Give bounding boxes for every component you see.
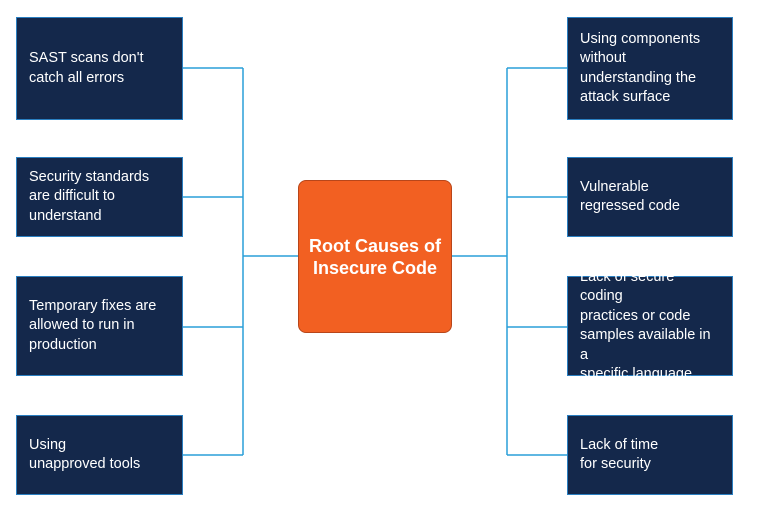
cause-box-left-4: Using unapproved tools: [16, 415, 183, 495]
cause-label: Security standards are difficult to unde…: [29, 168, 150, 224]
cause-box-right-1: Using components without understanding t…: [567, 17, 733, 120]
center-topic-box: Root Causes of Insecure Code: [298, 180, 452, 333]
center-topic-label: Root Causes of Insecure Code: [308, 235, 441, 278]
cause-box-right-4: Lack of time for security: [567, 415, 733, 495]
cause-box-left-2: Security standards are difficult to unde…: [16, 157, 183, 237]
cause-box-right-3: Lack of secure coding practices or code …: [567, 269, 733, 382]
cause-label: Using unapproved tools: [29, 436, 141, 473]
cause-box-left-3: Temporary fixes are allowed to run in pr…: [16, 276, 183, 376]
cause-label: SAST scans don't catch all errors: [29, 50, 144, 86]
cause-label: Temporary fixes are allowed to run in pr…: [29, 297, 157, 353]
cause-label: Using components without understanding t…: [580, 30, 701, 106]
cause-box-right-2: Vulnerable regressed code: [567, 157, 733, 237]
cause-label: Lack of time for security: [580, 436, 659, 473]
cause-label: Vulnerable regressed code: [580, 178, 680, 215]
cause-box-left-1: SAST scans don't catch all errors: [16, 17, 183, 120]
cause-label: Lack of secure coding practices or code …: [580, 268, 711, 383]
